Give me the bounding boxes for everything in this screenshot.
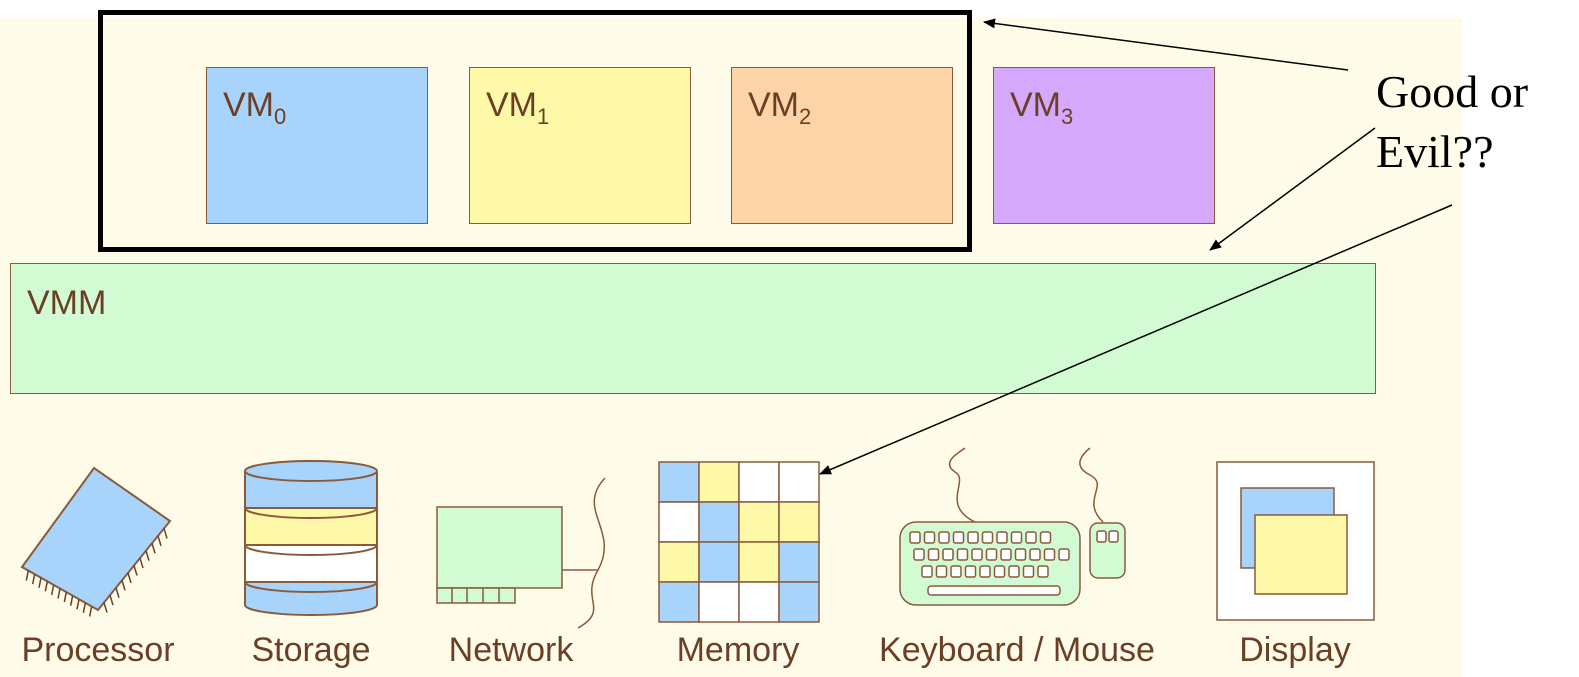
vm-label-3: VM3 xyxy=(1010,86,1074,129)
arrows xyxy=(819,18,1453,475)
processor-icon xyxy=(20,466,172,617)
network-icon xyxy=(436,477,606,629)
arrow-to-memory xyxy=(819,204,1453,475)
display-icon xyxy=(1216,461,1375,621)
memory-icon xyxy=(658,461,820,623)
vm-label-2: VM2 xyxy=(748,86,812,129)
vm-label-1: VM1 xyxy=(486,86,550,129)
question-line-1: Good or xyxy=(1376,66,1529,117)
vm-box-1: VM1 xyxy=(469,67,691,224)
vm-box-3: VM3 xyxy=(993,67,1215,224)
vm-box-0: VM0 xyxy=(206,67,428,224)
keyboard-mouse-icon xyxy=(899,447,1126,606)
vm-label-0: VM0 xyxy=(223,86,287,129)
vmm-layer: VMM xyxy=(10,263,1376,394)
processor-label: Processor xyxy=(21,631,175,669)
network-label: Network xyxy=(448,631,574,669)
storage-label: Storage xyxy=(251,631,371,669)
vmm-label: VMM xyxy=(27,284,107,322)
arrow-to-vm-group xyxy=(983,18,1349,71)
arrow-to-vmm xyxy=(1209,127,1376,251)
good-or-evil-text: Good or Evil?? xyxy=(1376,62,1528,182)
vm-group-outline xyxy=(98,10,972,252)
display-label: Display xyxy=(1239,631,1351,669)
vm-box-2: VM2 xyxy=(731,67,953,224)
question-line-2: Evil?? xyxy=(1376,126,1494,177)
memory-label: Memory xyxy=(676,631,800,669)
keyboard-mouse-label: Keyboard / Mouse xyxy=(879,631,1155,669)
storage-icon xyxy=(244,460,378,616)
